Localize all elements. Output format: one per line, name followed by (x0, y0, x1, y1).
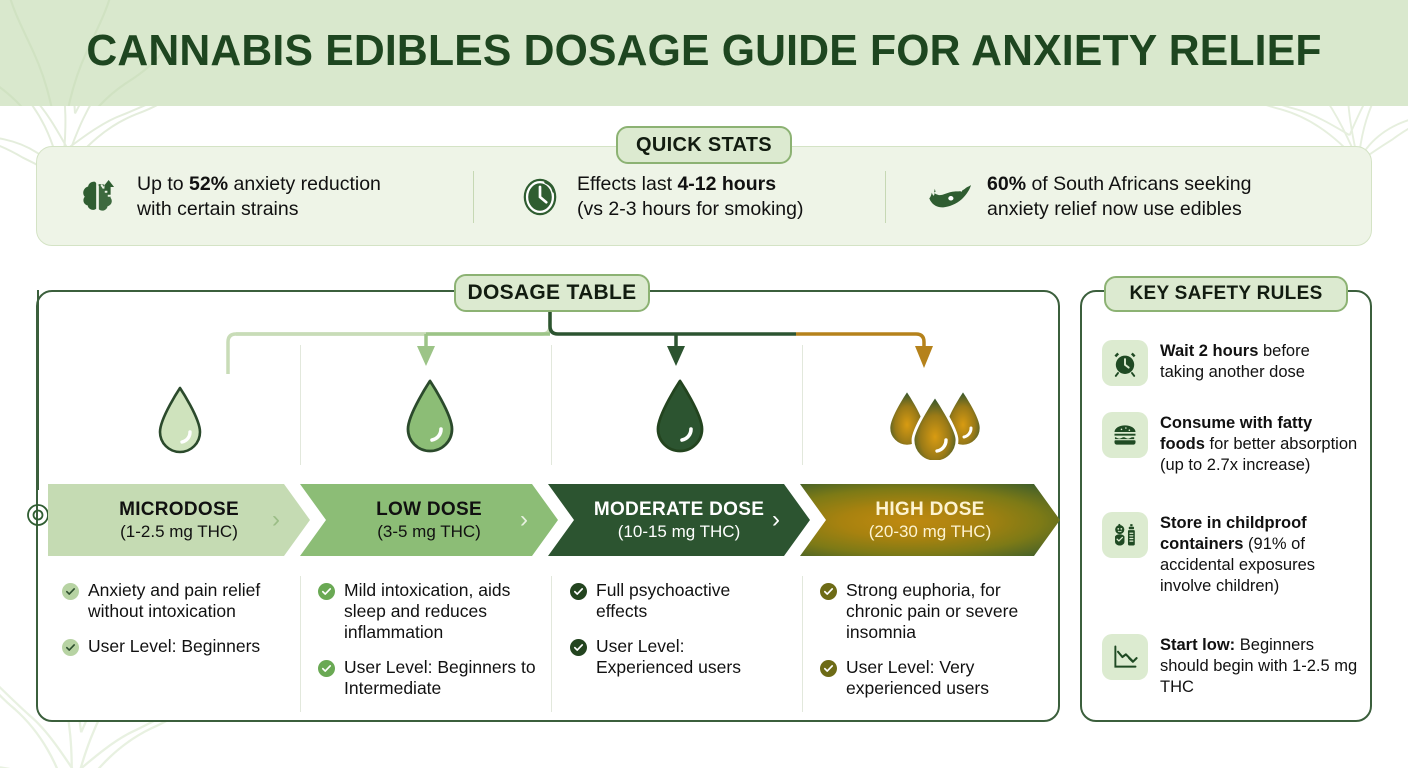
bullet-text: User Level: Beginners (88, 636, 261, 656)
list-item: Anxiety and pain relief without intoxica… (62, 580, 287, 622)
check-circle-icon (820, 583, 837, 600)
chevron-right-icon: › (272, 506, 280, 533)
dose-chevron-microdose[interactable]: MICRODOSE (1-2.5 mg THC) › (48, 484, 310, 556)
stat-line-1: Up to 52% anxiety reduction (137, 173, 381, 195)
chevron-right-icon: › (772, 506, 780, 533)
column-separator (300, 345, 301, 465)
bullet-text: Strong euphoria, for chronic pain or sev… (846, 580, 1019, 642)
dose-name: HIGH DOSE (875, 498, 985, 520)
dose-chevron-low-dose[interactable]: LOW DOSE (3-5 mg THC) › (300, 484, 558, 556)
dose-range: (10-15 mg THC) (617, 521, 741, 541)
bullet-text: User Level: Experienced users (596, 636, 741, 677)
list-item: User Level: Very experienced users (820, 657, 1038, 699)
dosage-table-label: DOSAGE TABLE (454, 274, 650, 312)
safety-rule-rest: before taking another dose (1160, 342, 1310, 381)
droplet-icon-microdose (120, 360, 240, 460)
check-circle-icon (820, 660, 837, 677)
bullet-text: User Level: Beginners to Intermediate (344, 657, 536, 698)
south-africa-map-icon (921, 175, 979, 219)
baby-bottle-icon (1102, 512, 1148, 558)
droplet-icon-low-dose (370, 360, 490, 460)
quick-stat-item: Up to 52% anxiety reduction with certain… (71, 147, 471, 247)
check-circle-icon (318, 583, 335, 600)
quick-stat-text: 60% of South Africans seeking anxiety re… (987, 172, 1252, 222)
list-item: Mild intoxication, aids sleep and reduce… (318, 580, 540, 643)
bullet-text: User Level: Very experienced users (846, 657, 989, 698)
connector-tree (226, 302, 933, 374)
check-circle-icon (62, 583, 79, 600)
column-separator (300, 576, 301, 712)
list-item: User Level: Experienced users (570, 636, 785, 678)
brain-arrow-icon (71, 174, 129, 220)
dose-name: MODERATE DOSE (593, 498, 765, 520)
bullet-text: Mild intoxication, aids sleep and reduce… (344, 580, 511, 642)
stat-line-1: 60% of South Africans seeking (987, 173, 1252, 195)
header-band (0, 0, 1408, 106)
safety-rule-bold: Start low: (1160, 636, 1236, 654)
burger-icon (1102, 412, 1148, 458)
dose-range: (3-5 mg THC) (377, 521, 481, 541)
page-title: CANNABIS EDIBLES DOSAGE GUIDE FOR ANXIET… (86, 26, 1322, 75)
chevron-right-icon: › (520, 506, 528, 533)
safety-rule-item: Store in childproof containers (91% of a… (1102, 512, 1358, 597)
check-circle-icon (62, 639, 79, 656)
stat-line-2: anxiety relief now use edibles (987, 198, 1242, 220)
dose-bullets-moderate-dose: Full psychoactive effects User Level: Ex… (570, 580, 785, 692)
divider (473, 171, 474, 223)
safety-rule-text: Store in childproof containers (91% of a… (1160, 512, 1358, 597)
column-separator (802, 576, 803, 712)
dose-name: LOW DOSE (376, 498, 482, 520)
safety-rule-text: Start low: Beginners should begin with 1… (1160, 634, 1358, 698)
key-safety-rules-panel: Wait 2 hours before taking another dose … (1080, 290, 1372, 722)
safety-rule-bold: Store in childproof containers (1160, 514, 1307, 553)
safety-rule-text: Consume with fatty foods for better abso… (1160, 412, 1358, 476)
droplet-icon-moderate-dose (620, 360, 740, 460)
safety-rule-rest: for better absorption (up to 2.7x increa… (1160, 435, 1358, 474)
column-separator (551, 345, 552, 465)
bullet-text: Anxiety and pain relief without intoxica… (88, 580, 261, 621)
safety-rule-item: Consume with fatty foods for better abso… (1102, 412, 1358, 476)
safety-rule-text: Wait 2 hours before taking another dose (1160, 340, 1358, 383)
list-item: Strong euphoria, for chronic pain or sev… (820, 580, 1038, 643)
stat-line-2: (vs 2-3 hours for smoking) (577, 198, 804, 220)
dose-name: MICRODOSE (119, 498, 239, 520)
bullet-text: Full psychoactive effects (596, 580, 731, 621)
dose-chevron-high-dose[interactable]: HIGH DOSE (20-30 mg THC) (800, 484, 1060, 556)
dose-range: (20-30 mg THC) (868, 521, 992, 541)
safety-rule-rest: (91% of accidental exposures involve chi… (1160, 535, 1316, 595)
dose-bullets-microdose: Anxiety and pain relief without intoxica… (62, 580, 287, 671)
dose-range: (1-2.5 mg THC) (120, 521, 238, 541)
quick-stat-text: Effects last 4-12 hours (vs 2-3 hours fo… (577, 172, 804, 222)
droplet-icon-high-dose (860, 360, 1010, 460)
list-item: Full psychoactive effects (570, 580, 785, 622)
declining-chart-icon (1102, 634, 1148, 680)
list-item: User Level: Beginners (62, 636, 287, 657)
check-circle-icon (318, 660, 335, 677)
dose-bullets-high-dose: Strong euphoria, for chronic pain or sev… (820, 580, 1038, 713)
safety-rule-bold: Wait 2 hours (1160, 342, 1259, 360)
quick-stats-label: QUICK STATS (616, 126, 792, 164)
safety-rule-item: Wait 2 hours before taking another dose (1102, 340, 1358, 386)
stat-line-1: Effects last 4-12 hours (577, 173, 777, 195)
check-circle-icon (570, 639, 587, 656)
origin-connector-line (37, 290, 39, 490)
dose-chevron-row: MICRODOSE (1-2.5 mg THC) › LOW DOSE (3-5… (0, 484, 1060, 556)
column-separator (802, 345, 803, 465)
key-safety-rules-label: KEY SAFETY RULES (1104, 276, 1348, 312)
list-item: User Level: Beginners to Intermediate (318, 657, 540, 699)
divider (885, 171, 886, 223)
quick-stat-text: Up to 52% anxiety reduction with certain… (137, 172, 381, 222)
check-circle-icon (570, 583, 587, 600)
alarm-clock-icon (1102, 340, 1148, 386)
dose-chevron-moderate-dose[interactable]: MODERATE DOSE (10-15 mg THC) › (548, 484, 810, 556)
safety-rule-rest: Beginners should begin with 1-2.5 mg THC (1160, 636, 1358, 696)
quick-stat-item: 60% of South Africans seeking anxiety re… (921, 147, 1351, 247)
stat-line-2: with certain strains (137, 198, 299, 220)
clock-icon (511, 174, 569, 220)
safety-rule-item: Start low: Beginners should begin with 1… (1102, 634, 1358, 698)
quick-stat-item: Effects last 4-12 hours (vs 2-3 hours fo… (511, 147, 891, 247)
column-separator (551, 576, 552, 712)
dose-bullets-low-dose: Mild intoxication, aids sleep and reduce… (318, 580, 540, 713)
safety-rule-bold: Consume with fatty foods (1160, 414, 1313, 453)
